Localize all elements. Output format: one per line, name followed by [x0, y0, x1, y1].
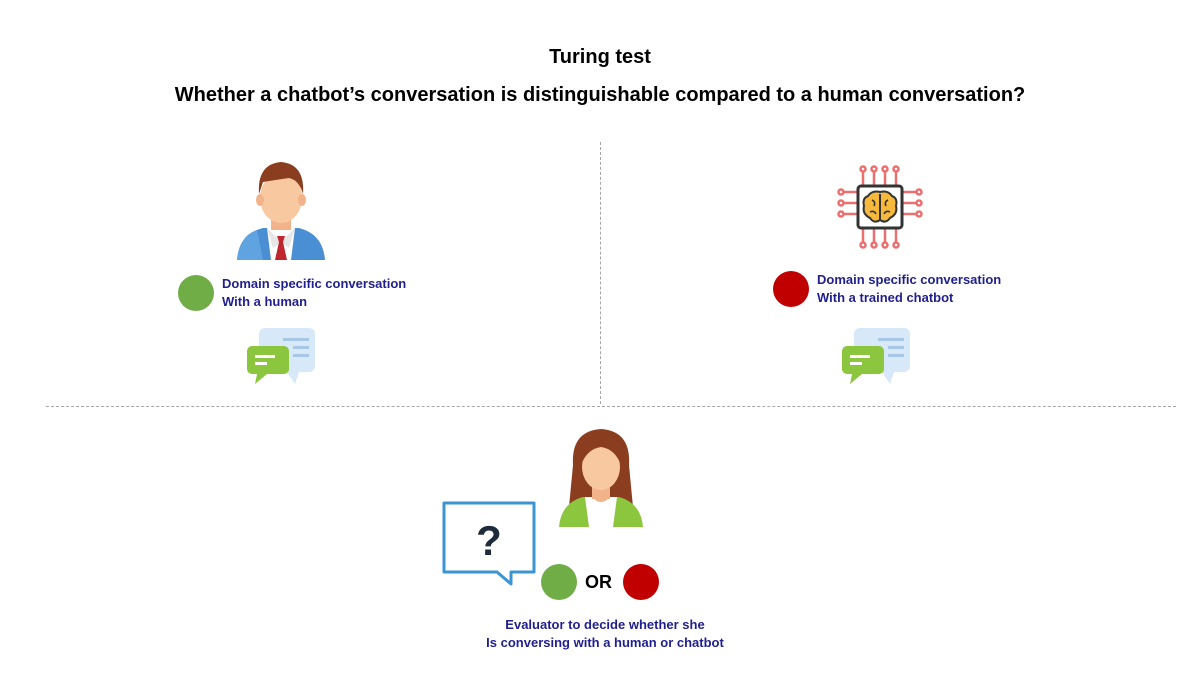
chatbot-option-dot — [623, 564, 659, 600]
chat-bubbles-icon — [842, 328, 910, 384]
evaluator-label-line1: Evaluator to decide whether she — [505, 617, 705, 632]
evaluator-label: Evaluator to decide whether she Is conve… — [455, 616, 755, 652]
brain-chip-icon — [837, 165, 923, 249]
human-conversation-label: Domain specific conversation With a huma… — [222, 275, 406, 311]
vertical-divider — [600, 142, 601, 404]
human-status-dot — [178, 275, 214, 311]
or-label: OR — [585, 572, 612, 592]
woman-avatar-icon — [559, 429, 643, 527]
question-bubble-icon: ? — [442, 501, 536, 586]
human-label-line1: Domain specific conversation — [222, 276, 407, 291]
chatbot-label-line2: With a trained chatbot — [817, 290, 954, 305]
human-option-dot — [541, 564, 577, 600]
horizontal-divider — [46, 406, 1176, 407]
chatbot-label-line1: Domain specific conversation — [817, 272, 1002, 287]
diagram-title: Turing test — [549, 46, 651, 68]
chat-bubbles-icon — [247, 328, 315, 384]
evaluator-label-line2: Is conversing with a human or chatbot — [486, 635, 724, 650]
chatbot-status-dot — [773, 271, 809, 307]
diagram-subtitle: Whether a chatbot’s conversation is dist… — [174, 84, 1026, 106]
question-mark: ? — [476, 517, 502, 564]
man-avatar-icon — [237, 162, 325, 260]
chatbot-conversation-label: Domain specific conversation With a trai… — [817, 271, 1001, 307]
human-label-line2: With a human — [222, 294, 308, 309]
